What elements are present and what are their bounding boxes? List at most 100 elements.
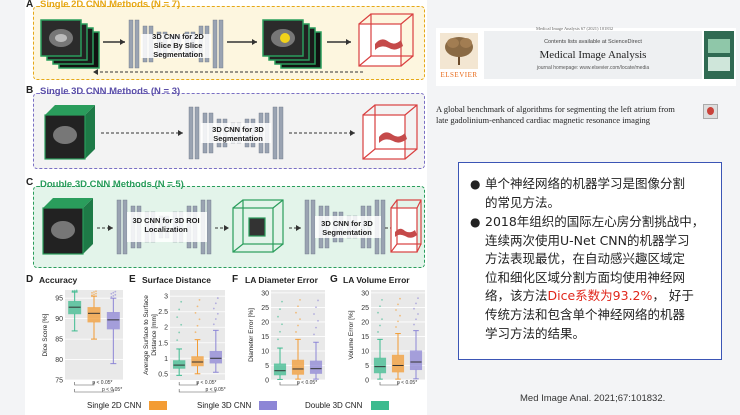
y-tick-label: 0 <box>365 378 369 385</box>
significance-bracket <box>279 382 299 386</box>
outlier-point <box>91 291 93 294</box>
outlier-point <box>178 331 181 334</box>
chart-e-letter: E <box>129 274 136 285</box>
box <box>391 354 405 373</box>
outlier-point <box>413 323 415 326</box>
outlier-point <box>198 318 201 321</box>
atrium-shape-icon <box>375 39 403 50</box>
outlier-point <box>110 292 113 295</box>
outlier-point <box>95 290 97 293</box>
outlier-point <box>413 307 415 310</box>
outlier-point <box>279 308 281 311</box>
panel-b-title: Single 3D CNN Methods (N = 3) <box>40 86 181 97</box>
y-tick-label: 0 <box>265 378 269 385</box>
box <box>373 357 387 374</box>
outlier-point <box>299 318 301 321</box>
y-tick-label: 95 <box>55 296 63 303</box>
chart-f-letter: F <box>232 274 239 285</box>
y-tick-label: 80 <box>55 357 63 364</box>
panel-a-letter: A <box>26 0 34 10</box>
outlier-point <box>281 323 283 326</box>
summary-textbox: ● 单个神经网络的机器学习是图像分割 的常见方法。 ● 2018年组织的国际左心… <box>458 162 722 360</box>
outlier-point <box>194 311 197 314</box>
outlier-point <box>313 313 315 315</box>
chart-d-title: Accuracy <box>39 275 78 285</box>
journal-cover-thumbnail <box>704 31 734 79</box>
bullet-2-line-1: 2018年组织的国际左心房分割挑战中， <box>485 214 705 229</box>
panel-c-title: Double 3D CNN Methods (N = 5) <box>40 179 184 190</box>
crossmark-icon[interactable] <box>703 104 718 119</box>
outlier-point <box>194 331 197 334</box>
outlier-point <box>395 326 397 328</box>
chart-g-title: LA Volume Error <box>343 275 410 285</box>
panel-b-diagram <box>44 104 418 160</box>
box <box>191 356 204 367</box>
y-tick-label: 25 <box>261 305 269 312</box>
journal-name: Medical Image Analysis <box>539 49 647 61</box>
outlier-point <box>315 326 317 329</box>
bullet-2-line-7: 学习方法的结果。 <box>485 325 586 341</box>
outlier-point <box>379 324 381 327</box>
outlier-point <box>279 330 281 333</box>
outlier-point <box>196 324 199 327</box>
bullet-1-line-1: 单个神经网络的机器学习是图像分割 <box>485 176 686 191</box>
journal-homepage[interactable]: journal homepage: www.elsevier.com/locat… <box>536 65 650 71</box>
legend-swatch-double <box>371 401 389 410</box>
y-axis-label: Average Surface to SurfaceDistance [mm] <box>143 295 158 375</box>
outlier-point <box>212 307 215 310</box>
y-tick-label: 5 <box>265 363 269 370</box>
outlier-point <box>75 289 78 292</box>
outlier-point <box>114 293 117 296</box>
outlier-point <box>216 297 219 299</box>
y-tick-label: 2 <box>164 325 168 332</box>
panel-a-diagram <box>40 13 414 75</box>
bullet-dot: ● <box>470 215 481 229</box>
outlier-point <box>299 298 301 301</box>
bullet-2-line-5-end: ， 好于 <box>652 288 694 304</box>
significance-label: p < 0.05* <box>397 380 417 386</box>
output-slices <box>262 19 322 69</box>
y-tick-label: 75 <box>55 378 63 385</box>
outlier-point <box>176 316 179 319</box>
input-slices <box>40 19 100 69</box>
box <box>273 363 287 376</box>
outlier-point <box>212 323 215 326</box>
outlier-point <box>397 303 399 306</box>
outlier-point <box>381 318 383 321</box>
bullet-2-line-2: 连续两次使用U-Net CNN的机器学习 <box>485 232 690 248</box>
panel-c-net1-label: 3D CNN for 3D ROI Localization <box>132 216 200 234</box>
y-tick-label: 10 <box>261 348 269 355</box>
chart-d-letter: D <box>26 274 34 285</box>
y-tick-label: 30 <box>361 290 369 297</box>
outlier-point <box>73 289 76 292</box>
y-tick-label: 5 <box>365 363 369 370</box>
outlier-point <box>297 324 299 327</box>
y-tick-label: 0.5 <box>158 371 168 378</box>
panel-a-net-label: 3D CNN for 2D Slice By Slice Segmentatio… <box>152 32 204 59</box>
outlier-point <box>415 302 417 305</box>
outlier-point <box>417 297 419 300</box>
y-tick-label: 10 <box>361 348 369 355</box>
y-axis-label: Volume Error [%] <box>348 310 355 359</box>
outlier-point <box>176 339 179 342</box>
dice-highlight: Dice系数为93.2% <box>547 288 653 304</box>
journal-header: Medical Image Analysis 67 (2021) 101832 … <box>436 26 736 86</box>
panel-c-diagram <box>42 198 422 255</box>
outlier-point <box>93 291 95 293</box>
bullet-2-line-5-start: 络，该方法 <box>485 288 548 304</box>
y-tick-label: 2.5 <box>158 309 168 316</box>
journal-citation-line: Medical Image Analysis 67 (2021) 101832 <box>536 26 614 31</box>
contents-line[interactable]: Contents lists available at ScienceDirec… <box>544 39 642 45</box>
outlier-point <box>377 331 379 333</box>
bullet-2-line-6: 传统方法和包含单个神经网络的机器 <box>485 306 686 322</box>
significance-label: p < 0.05* <box>196 380 216 386</box>
output-cube-c <box>390 199 422 253</box>
legend-label-double: Double 3D CNN <box>305 401 363 410</box>
bullet-dot: ● <box>470 177 481 191</box>
outlier-point <box>180 323 183 326</box>
y-tick-label: 15 <box>261 334 269 341</box>
box <box>309 360 323 374</box>
significance-bracket <box>379 382 399 386</box>
outlier-point <box>295 331 297 333</box>
